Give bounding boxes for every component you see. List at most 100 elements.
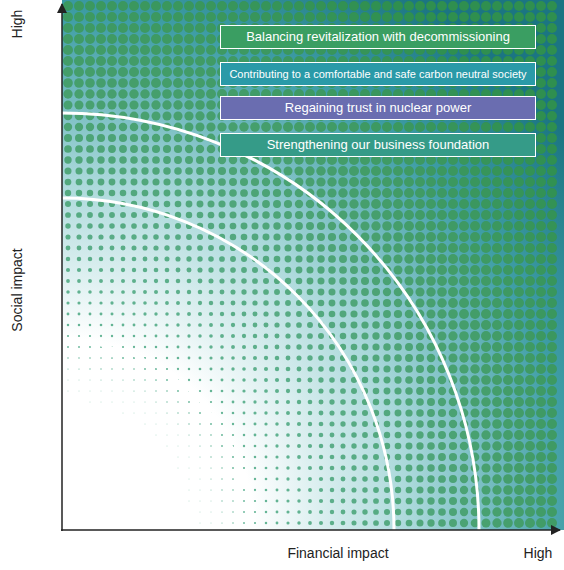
texture-dot	[188, 478, 190, 480]
texture-dot	[141, 134, 149, 142]
texture-dot	[110, 257, 115, 262]
texture-dot	[188, 489, 190, 491]
texture-dot	[63, 89, 72, 98]
texture-dot	[77, 290, 80, 293]
texture-dot	[176, 323, 179, 326]
texture-dot	[362, 377, 368, 383]
texture-dot	[416, 354, 424, 362]
texture-dot	[514, 375, 524, 385]
texture-dot	[88, 279, 92, 283]
texture-dot	[437, 331, 446, 340]
texture-dot	[65, 201, 71, 207]
texture-dot	[317, 266, 324, 273]
texture-dot	[74, 89, 83, 98]
texture-dot	[307, 366, 312, 371]
texture-dot	[151, 78, 161, 88]
texture-dot	[262, 178, 270, 186]
texture-dot	[121, 279, 125, 283]
texture-dot	[64, 123, 72, 131]
texture-dot	[394, 354, 402, 362]
texture-dot	[470, 1, 480, 11]
texture-dot	[242, 345, 246, 349]
texture-dot	[416, 464, 423, 471]
texture-dot	[151, 23, 161, 33]
texture-dot	[196, 123, 205, 132]
texture-dot	[525, 342, 535, 352]
texture-dot	[525, 122, 535, 132]
texture-dot	[514, 342, 524, 352]
texture-dot	[384, 487, 390, 493]
texture-dot	[338, 1, 348, 11]
texture-dot	[547, 166, 557, 176]
texture-dot	[316, 12, 326, 22]
texture-dot	[459, 166, 469, 176]
texture-dot	[339, 266, 347, 274]
texture-dot	[265, 445, 268, 448]
texture-dot	[174, 134, 182, 142]
texture-dot	[209, 301, 213, 305]
texture-dot	[155, 434, 157, 436]
texture-dot	[525, 287, 535, 297]
texture-dot	[427, 420, 435, 428]
texture-dot	[492, 177, 502, 187]
texture-dot	[547, 45, 557, 55]
texture-dot	[119, 123, 127, 131]
texture-dot	[438, 453, 446, 461]
texture-dot	[210, 445, 212, 447]
texture-dot	[199, 434, 200, 435]
texture-dot	[426, 199, 436, 209]
texture-dot	[184, 1, 194, 11]
texture-dot	[481, 419, 490, 428]
texture-dot	[525, 419, 535, 429]
texture-dot	[97, 167, 104, 174]
texture-dot	[459, 375, 468, 384]
texture-dot	[481, 199, 491, 209]
texture-dot	[232, 412, 235, 415]
texture-dot	[438, 442, 446, 450]
texture-dot	[162, 78, 172, 88]
texture-dot	[152, 167, 159, 174]
texture-dot	[85, 56, 95, 66]
texture-dot	[459, 12, 469, 22]
texture-dot	[133, 335, 136, 338]
texture-dot	[426, 287, 435, 296]
texture-dot	[199, 445, 200, 446]
texture-dot	[130, 134, 138, 142]
texture-dot	[341, 499, 346, 504]
texture-dot	[547, 408, 557, 418]
texture-dot	[514, 199, 524, 209]
texture-dot	[144, 412, 146, 414]
texture-dot	[264, 389, 268, 393]
texture-dot	[229, 189, 237, 197]
texture-dot	[406, 487, 413, 494]
texture-dot	[118, 34, 128, 44]
texture-dot	[393, 1, 403, 11]
texture-dot	[536, 276, 546, 286]
texture-dot	[437, 287, 447, 297]
texture-dot	[383, 321, 391, 329]
texture-dot	[547, 67, 557, 77]
texture-dot	[110, 268, 114, 272]
texture-dot	[319, 466, 323, 470]
texture-dot	[219, 267, 224, 272]
texture-dot	[547, 122, 557, 132]
texture-dot	[141, 156, 149, 164]
texture-dot	[319, 433, 324, 438]
texture-dot	[427, 486, 434, 493]
texture-dot	[459, 199, 469, 209]
texture-dot	[360, 221, 369, 230]
texture-dot	[132, 279, 136, 283]
texture-dot	[65, 190, 71, 196]
texture-dot	[75, 145, 83, 153]
texture-dot	[361, 277, 369, 285]
texture-dot	[382, 221, 392, 231]
texture-dot	[221, 456, 223, 458]
texture-dot	[547, 144, 557, 154]
texture-dot	[251, 178, 259, 186]
texture-dot	[199, 511, 201, 513]
texture-dot	[318, 355, 324, 361]
texture-dot	[240, 167, 248, 175]
texture-dot	[481, 276, 491, 286]
texture-dot	[285, 256, 292, 263]
texture-dot	[173, 100, 182, 109]
